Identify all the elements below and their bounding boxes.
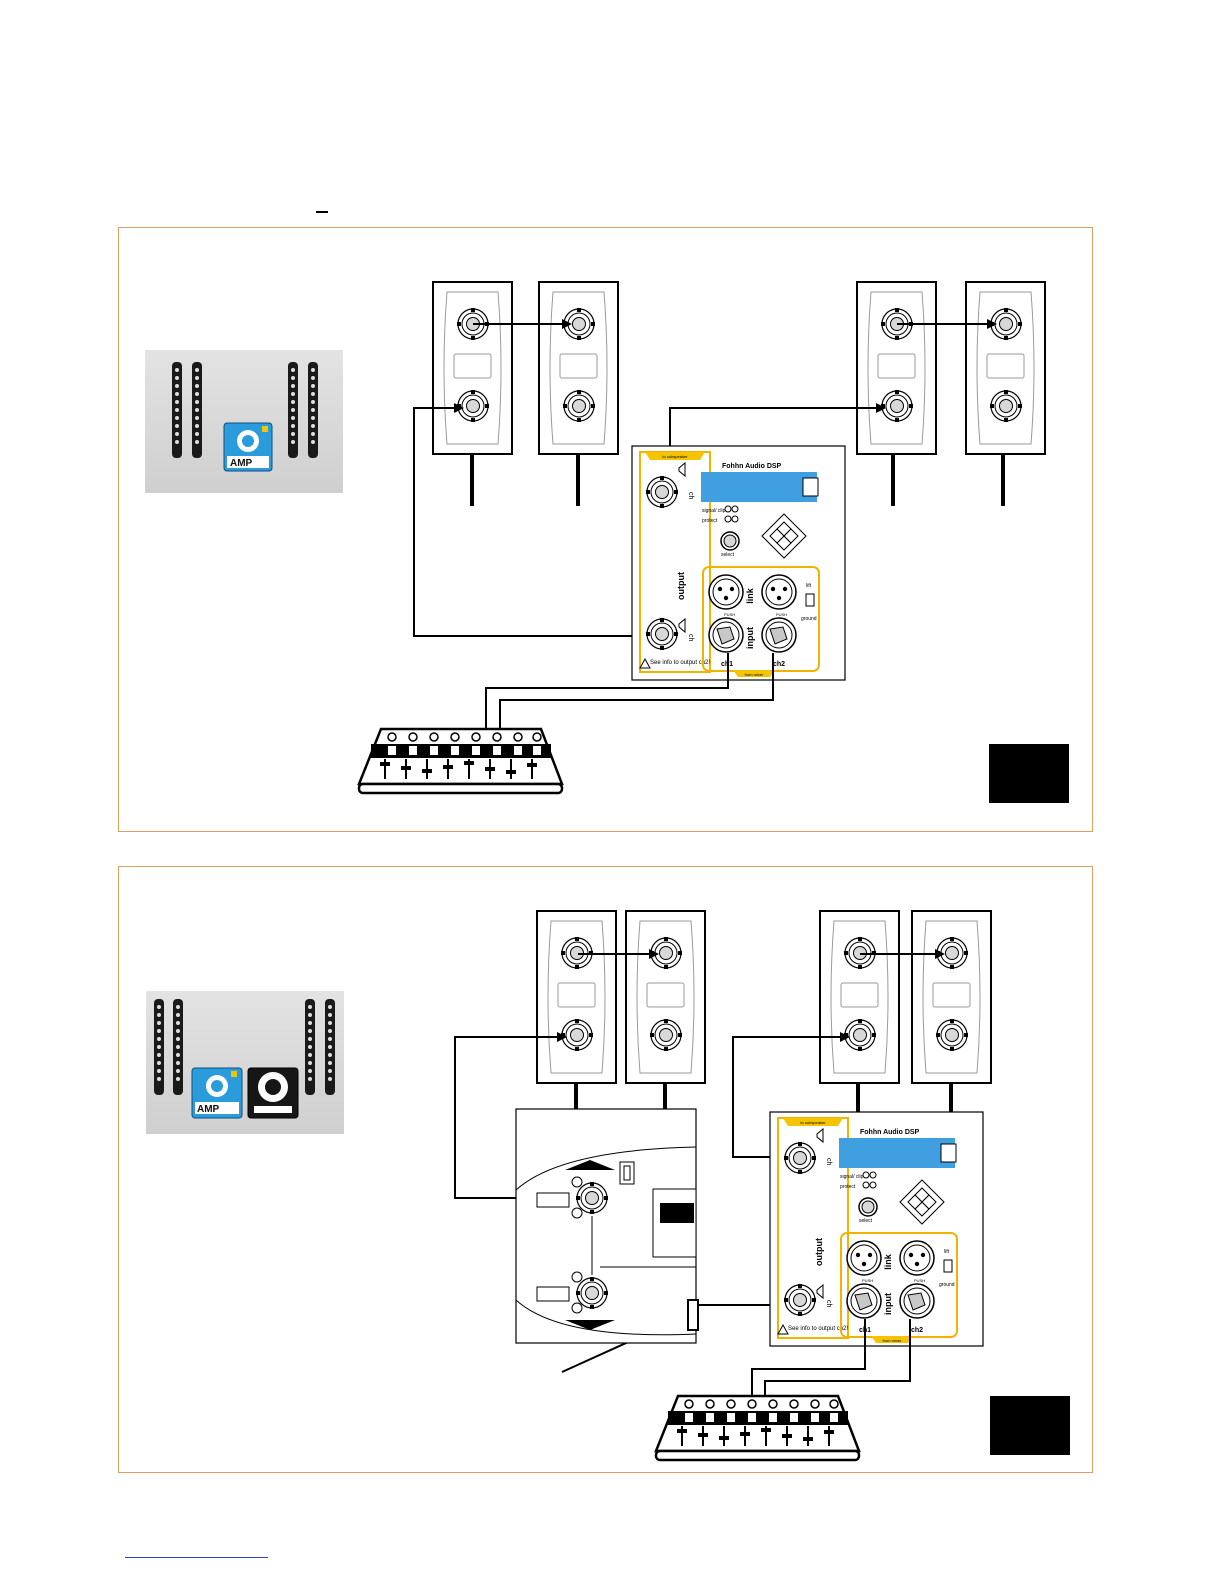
amp2-push-label-1: PUSH [862, 1278, 873, 1283]
push-label-2: PUSH [776, 612, 787, 617]
subwoofer-icon [247, 1067, 299, 1119]
thumbnail-setup-2: AMP [146, 991, 344, 1134]
speaker-2d [912, 911, 991, 1083]
page-marker-box-2 [990, 1396, 1070, 1455]
ch2-label: ch2 [773, 661, 785, 668]
amp2-led-protect-label: protect [840, 1184, 856, 1190]
amp2-output-label: output [814, 1238, 824, 1266]
warning-label: See info to output ch2! [650, 660, 710, 666]
amp-logo-text: AMP [230, 458, 253, 469]
mixer-cables-2 [751, 1319, 911, 1395]
amp2-input-label: input [883, 1293, 893, 1315]
amp2-ch2-label: ch2 [911, 1327, 923, 1334]
speaker-1c [857, 282, 936, 454]
amp-tab-top-label: to subspeaker [662, 454, 688, 459]
amp-tab-bottom-label: from mixer [745, 672, 765, 677]
amp2-tab-bottom-label: from mixer [883, 1338, 903, 1343]
speaker-stands-1 [470, 454, 1005, 506]
led-signal-label: signal/ clip [702, 508, 726, 514]
output-label: output [676, 572, 686, 600]
amp2-led-signal-label: signal/ clip [840, 1174, 864, 1180]
amp-icon: AMP [223, 422, 273, 472]
select-label: select [721, 552, 735, 558]
ground-label: ground [801, 616, 817, 622]
ground-lift-switch[interactable] [805, 593, 815, 607]
speaker-stands-2 [574, 1083, 953, 1112]
speaker-2b [626, 911, 705, 1083]
amp2-ground-lift-switch[interactable] [943, 1259, 953, 1273]
mixer-2 [654, 1394, 861, 1462]
subwoofer-panel [515, 1108, 699, 1344]
amp2-ch-label-top: ch [825, 1158, 832, 1166]
mixer-cables-1 [485, 653, 774, 728]
page-marker-box-1 [989, 744, 1069, 803]
footer-link-underline [125, 1557, 268, 1558]
input-label: input [745, 627, 755, 649]
speaker-2a [537, 911, 616, 1083]
amp2-select-label: select [859, 1218, 873, 1224]
amp2-nav-button-pad[interactable] [899, 1179, 945, 1225]
amp2-tab-top-label: to subspeaker [800, 1120, 826, 1125]
amp2-link-label: link [883, 1253, 893, 1269]
amp-panel-2: to subspeaker ch ch output See info to o… [769, 1111, 984, 1347]
mixer-1 [357, 727, 564, 795]
speaker-1d [966, 282, 1045, 454]
amp2-lift-label: lift [944, 1249, 950, 1255]
top-dash-mark [316, 211, 328, 213]
link-label: link [745, 587, 755, 603]
ch-label-bottom: ch [687, 634, 694, 642]
led-protect-label: protect [702, 518, 718, 524]
speaker-1a [433, 282, 512, 454]
speaker-2c [820, 911, 899, 1083]
amp2-ground-label: ground [939, 1282, 955, 1288]
wiring-panel-1 [118, 227, 1093, 832]
setup-2-graphic: AMP [154, 999, 335, 1119]
speaker-cables-1 [413, 319, 997, 637]
amp2-dsp-title: Fohhn Audio DSP [860, 1129, 920, 1136]
wiring-panel-2 [118, 866, 1093, 1473]
nav-button-pad[interactable] [761, 513, 807, 559]
lift-label: lift [806, 583, 812, 589]
amp2-warning-label: See info to output ch2! [788, 1326, 848, 1332]
amp-panel-1: to subspeaker ch ch output See info to o… [631, 445, 846, 681]
ch-label-top: ch [687, 492, 694, 500]
amp-logo-text: AMP [197, 1104, 220, 1115]
amp2-dsp-display [839, 1138, 955, 1168]
amp2-ch-label-bottom: ch [825, 1300, 832, 1308]
push-label-1: PUSH [724, 612, 735, 617]
setup-1-graphic: AMP [172, 362, 318, 472]
dsp-display [701, 472, 817, 502]
dsp-title: Fohhn Audio DSP [722, 463, 782, 470]
thumbnail-setup-1: AMP [145, 350, 343, 493]
amp-icon: AMP [191, 1067, 243, 1119]
speaker-1b [539, 282, 618, 454]
amp2-push-label-2: PUSH [914, 1278, 925, 1283]
